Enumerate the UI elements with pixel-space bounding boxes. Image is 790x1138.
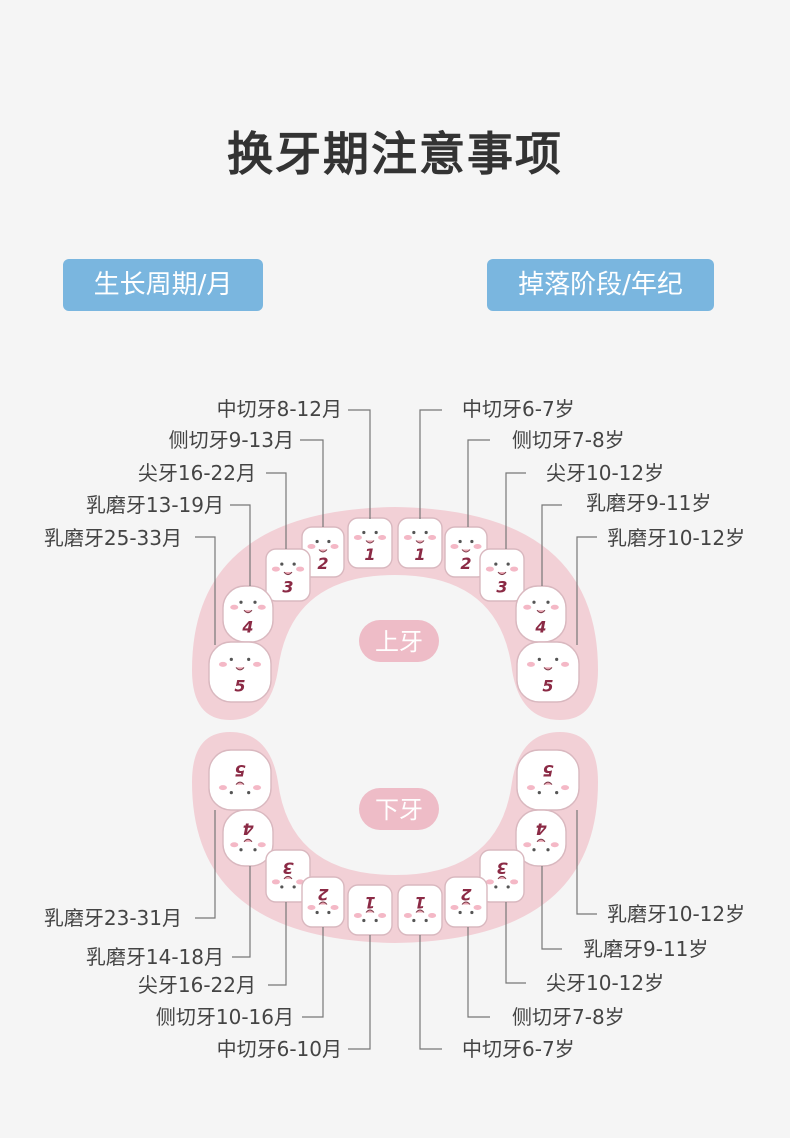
upper-right-label-central: 中切牙6-7岁 (462, 397, 575, 421)
upper-jaw-badge (359, 620, 439, 662)
lower-tooth-5-right: 5 (516, 749, 580, 811)
leader-line (195, 536, 216, 645)
tooth-number: 2 (317, 885, 328, 904)
tooth-number: 2 (460, 885, 471, 904)
lower-right-label-lateral: 侧切牙7-8岁 (512, 1005, 625, 1029)
upper-tooth-4-right: 4 (515, 585, 567, 643)
tooth-number: 4 (241, 618, 253, 637)
leader-line (467, 439, 490, 527)
tooth-number: 4 (534, 618, 546, 637)
leader-line (266, 472, 287, 549)
tooth-number: 1 (414, 545, 425, 564)
upper-tooth-5-right: 5 (516, 641, 580, 703)
upper-tooth-1-right: 1 (397, 517, 443, 569)
leader-line (302, 927, 324, 1018)
lower-tooth-5-left: 5 (208, 749, 272, 811)
tooth-number: 1 (414, 893, 425, 912)
tooth-number: 5 (542, 761, 553, 780)
lower-right-label-molar2: 乳磨牙10-12岁 (607, 902, 746, 926)
lower-tooth-3-right: 3 (479, 849, 525, 903)
lower-tooth-4-right: 4 (515, 809, 567, 867)
shedding-stage-header: 掉落阶段/年纪 (487, 259, 714, 311)
upper-tooth-3-left: 3 (265, 548, 311, 602)
lower-tooth-4-left: 4 (222, 809, 274, 867)
tooth-number: 3 (282, 858, 293, 877)
leader-line (419, 935, 442, 1050)
lower-right-label-molar1: 乳磨牙9-11岁 (583, 937, 709, 961)
lower-tooth-3-left: 3 (265, 849, 311, 903)
page-title: 换牙期注意事项 (227, 127, 563, 181)
lower-tooth-2-right: 2 (444, 876, 488, 928)
leader-line (195, 810, 216, 919)
leader-line (348, 935, 371, 1050)
upper-left-label-lateral: 侧切牙9-13月 (168, 428, 294, 452)
tooth-number: 5 (234, 677, 245, 696)
tooth-number: 3 (496, 578, 507, 597)
upper-right-label-lateral: 侧切牙7-8岁 (512, 428, 625, 452)
upper-left-label-canine: 尖牙16-22月 (137, 461, 256, 485)
upper-jaw-label: 上牙 (375, 628, 423, 656)
lower-tooth-2-left: 2 (301, 876, 345, 928)
upper-tooth-2-right: 2 (444, 526, 488, 578)
leader-line (505, 902, 526, 984)
lower-left-label-molar1: 乳磨牙14-18月 (85, 945, 224, 969)
lower-tooth-1-left: 1 (347, 884, 393, 936)
upper-tooth-4-left: 4 (222, 585, 274, 643)
lower-jaw-badge (359, 788, 439, 830)
leader-line (268, 902, 287, 986)
leader-line (505, 472, 526, 549)
upper-tooth-2-left: 2 (301, 526, 345, 578)
lower-left-label-lateral: 侧切牙10-16月 (155, 1005, 294, 1029)
upper-tooth-5-left: 5 (208, 641, 272, 703)
tooth-number: 1 (364, 893, 375, 912)
upper-tooth-3-right: 3 (479, 548, 525, 602)
tooth-number: 2 (317, 554, 328, 573)
tooth-number: 5 (542, 677, 553, 696)
tooth-number: 4 (242, 820, 254, 839)
tooth-number: 3 (282, 578, 293, 597)
lower-left-label-canine: 尖牙16-22月 (137, 973, 256, 997)
tooth-number: 4 (535, 820, 547, 839)
lower-jaw-label: 下牙 (375, 796, 423, 824)
tooth-number: 3 (496, 858, 507, 877)
leader-line (541, 504, 562, 586)
upper-right-label-canine: 尖牙10-12岁 (546, 461, 665, 485)
leader-line (300, 439, 324, 527)
upper-left-label-molar1: 乳磨牙13-19月 (85, 493, 224, 517)
tooth-number: 1 (364, 545, 375, 564)
leader-line (348, 409, 371, 519)
lower-left-label-molar2: 乳磨牙23-31月 (43, 906, 182, 930)
upper-right-label-molar1: 乳磨牙9-11岁 (586, 491, 712, 515)
leader-line (232, 866, 251, 958)
leader-line (230, 504, 251, 586)
leader-line (419, 409, 442, 519)
growth-period-header: 生长周期/月 (63, 259, 263, 311)
upper-left-label-molar2: 乳磨牙25-33月 (43, 526, 182, 550)
leader-line (576, 536, 597, 645)
upper-tooth-1-left: 1 (347, 517, 393, 569)
leader-line (576, 810, 597, 915)
tooth-number: 2 (460, 554, 471, 573)
upper-left-label-central: 中切牙8-12月 (216, 397, 342, 421)
leader-line (541, 866, 562, 950)
lower-right-label-central: 中切牙6-7岁 (462, 1037, 575, 1061)
upper-right-label-molar2: 乳磨牙10-12岁 (607, 526, 746, 550)
lower-tooth-1-right: 1 (397, 884, 443, 936)
tooth-number: 5 (234, 761, 245, 780)
leader-line (467, 927, 490, 1018)
lower-left-label-central: 中切牙6-10月 (216, 1037, 342, 1061)
lower-right-label-canine: 尖牙10-12岁 (546, 971, 665, 995)
